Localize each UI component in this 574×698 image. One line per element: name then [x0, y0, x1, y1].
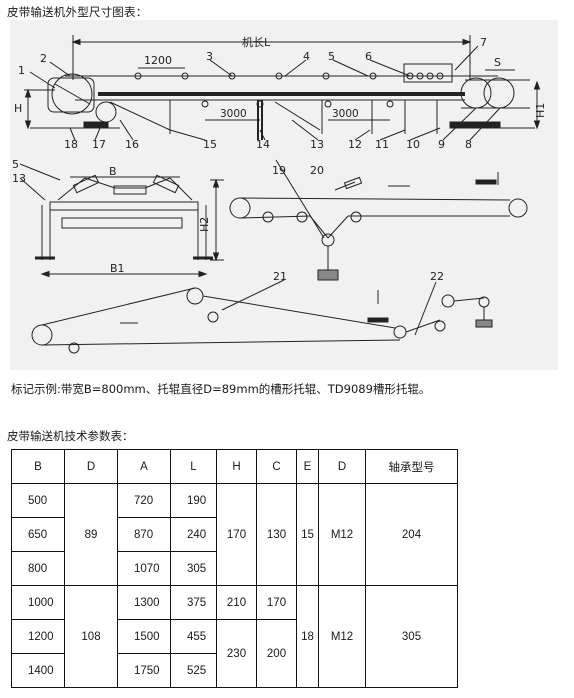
- cell-B: 650: [11, 517, 65, 552]
- header-C: C: [256, 449, 297, 484]
- label-B1: B1: [110, 262, 125, 275]
- header-B: B: [11, 449, 65, 484]
- label-machine-length: 机长L: [242, 35, 271, 49]
- part-label-10: 10: [406, 138, 420, 151]
- part-label-5: 5: [328, 50, 335, 63]
- part-label-2: 2: [40, 52, 47, 65]
- part-label-13-section: 13: [12, 172, 26, 185]
- cell-D2: M12: [318, 585, 366, 688]
- table-row: 1000 108 1300 375 210 170 18 M12 305: [11, 585, 458, 688]
- cell-A: 1070: [117, 551, 171, 586]
- part-label-9: 9: [438, 138, 445, 151]
- header-D: D: [64, 449, 118, 484]
- part-label-3: 3: [206, 50, 213, 63]
- table-row: 800 1070 305: [11, 551, 458, 586]
- header-E: E: [296, 449, 319, 484]
- cell-B: 500: [11, 483, 65, 518]
- part-label-20: 20: [310, 164, 324, 177]
- cell-L: 455: [170, 619, 217, 654]
- label-3000-a: 3000: [220, 108, 247, 120]
- cell-L: 240: [170, 517, 217, 552]
- part-label-4: 4: [303, 50, 310, 63]
- part-label-19: 19: [272, 164, 286, 177]
- part-label-6: 6: [365, 50, 372, 63]
- cell-L: 305: [170, 551, 217, 586]
- part-label-1: 1: [18, 64, 25, 77]
- cell-L: 190: [170, 483, 217, 518]
- header-H: H: [216, 449, 257, 484]
- cell-E: 18: [296, 585, 319, 688]
- part-label-13: 13: [310, 138, 324, 151]
- cell-D2: M12: [318, 483, 366, 586]
- label-1200: 1200: [144, 54, 172, 67]
- cell-A: 720: [117, 483, 171, 518]
- part-label-14: 14: [256, 138, 270, 151]
- cell-E: 15: [296, 483, 319, 586]
- cell-bearing: 204: [365, 483, 458, 586]
- part-labels: 1 2 3 4 5 6 7 18 17 16 15 14 13 12 11 10…: [10, 20, 558, 370]
- label-H1: H1: [534, 103, 547, 118]
- cell-A: 1500: [117, 619, 171, 654]
- cell-L: 375: [170, 585, 217, 620]
- part-label-11: 11: [375, 138, 389, 151]
- part-label-7: 7: [480, 36, 487, 49]
- part-label-21: 21: [273, 270, 287, 283]
- label-B: B: [109, 165, 117, 178]
- table-heading: 皮带输送机技术参数表：: [7, 429, 134, 443]
- cell-B: 1200: [11, 619, 65, 654]
- cell-C: 130: [256, 483, 297, 586]
- part-label-17: 17: [92, 138, 106, 151]
- cell-C: 170: [256, 585, 297, 620]
- label-H: H: [14, 102, 22, 115]
- table-row: 1400 1750 525: [11, 653, 458, 688]
- table-header-row: B D A L H C E D 轴承型号: [11, 449, 458, 484]
- part-label-16: 16: [125, 138, 139, 151]
- cell-D: 108: [64, 585, 118, 688]
- header-L: L: [170, 449, 217, 484]
- cell-H: 170: [216, 483, 257, 586]
- conveyor-drawing: 机长L 1200 S 3000 3000: [10, 20, 558, 370]
- label-3000-b: 3000: [332, 108, 359, 120]
- cell-A: 870: [117, 517, 171, 552]
- cell-A: 1750: [117, 653, 171, 688]
- cell-D: 89: [64, 483, 118, 586]
- label-S: S: [494, 56, 501, 69]
- cell-B: 800: [11, 551, 65, 586]
- cell-B: 1400: [11, 653, 65, 688]
- header-bearing: 轴承型号: [365, 449, 458, 484]
- marking-example: 标记示例:带宽B=800mm、托辊直径D=89mm的槽形托辊、TD9089槽形托…: [11, 382, 431, 396]
- part-label-12: 12: [348, 138, 362, 151]
- cell-bearing: 305: [365, 585, 458, 688]
- cell-A: 1300: [117, 585, 171, 620]
- part-label-22: 22: [430, 270, 444, 283]
- part-label-15: 15: [203, 138, 217, 151]
- drawing-heading: 皮带输送机外型尺寸图表：: [7, 5, 148, 19]
- cell-H: 210: [216, 585, 257, 620]
- table-row: 500 89 720 190 170 130 15 M12 204: [11, 483, 458, 586]
- cell-L: 525: [170, 653, 217, 688]
- part-label-18: 18: [64, 138, 78, 151]
- part-label-8: 8: [465, 138, 472, 151]
- cell-H: 230: [216, 619, 257, 688]
- header-D2: D: [318, 449, 366, 484]
- header-A: A: [117, 449, 171, 484]
- part-label-5-section: 5: [12, 158, 19, 171]
- cell-C: 200: [256, 619, 297, 688]
- spec-table: B D A L H C E D 轴承型号 500 89 720 190 170 …: [11, 449, 458, 688]
- table-row: 1200 1500 455 230 200: [11, 619, 458, 688]
- cell-B: 1000: [11, 585, 65, 620]
- label-H2: H2: [198, 217, 211, 232]
